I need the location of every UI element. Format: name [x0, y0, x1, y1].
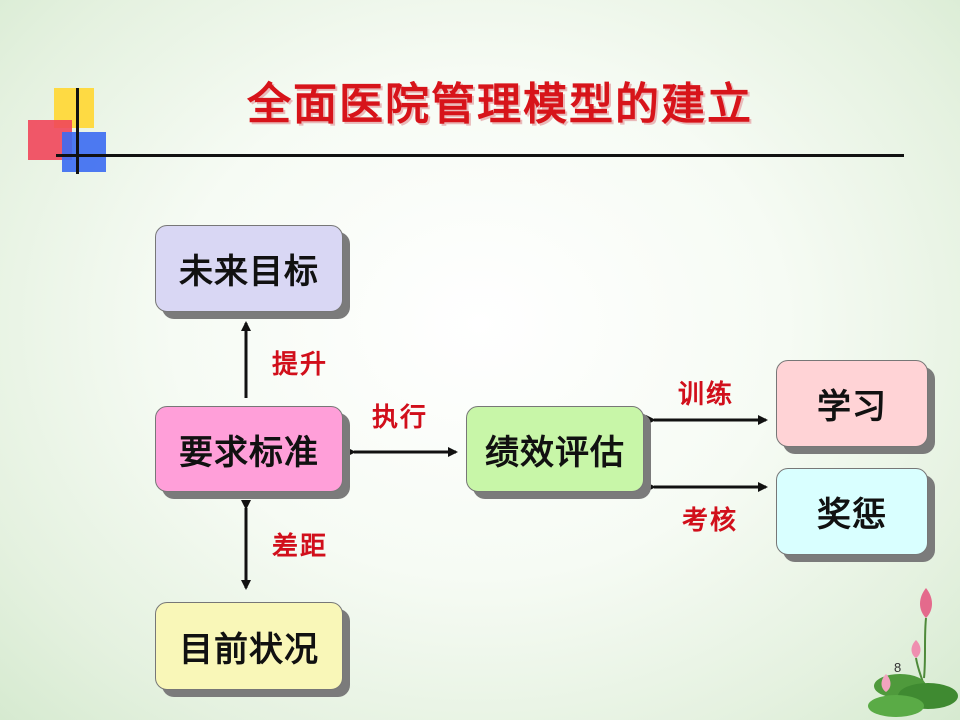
corner-logo-decoration — [22, 88, 122, 178]
label-gap: 差距 — [272, 532, 329, 562]
node-performance-evaluation: 绩效评估 — [466, 406, 644, 492]
slide-title: 全面医院管理模型的建立 — [247, 79, 753, 130]
node-requirement-standard: 要求标准 — [155, 406, 343, 492]
node-current-status: 目前状况 — [155, 602, 343, 690]
page-number: 8 — [894, 660, 902, 675]
node-future-goal: 未来目标 — [155, 225, 343, 312]
vertical-line-decoration — [76, 88, 79, 174]
node-reward-punishment: 奖惩 — [776, 468, 928, 555]
label-training: 训练 — [678, 380, 735, 410]
label-execute: 执行 — [372, 403, 429, 433]
label-improve: 提升 — [272, 350, 329, 380]
blue-square-decoration — [62, 132, 106, 172]
lotus-decoration-icon — [868, 588, 958, 717]
title-underline — [56, 154, 904, 157]
label-assessment: 考核 — [682, 506, 739, 536]
node-learning: 学习 — [776, 360, 928, 447]
